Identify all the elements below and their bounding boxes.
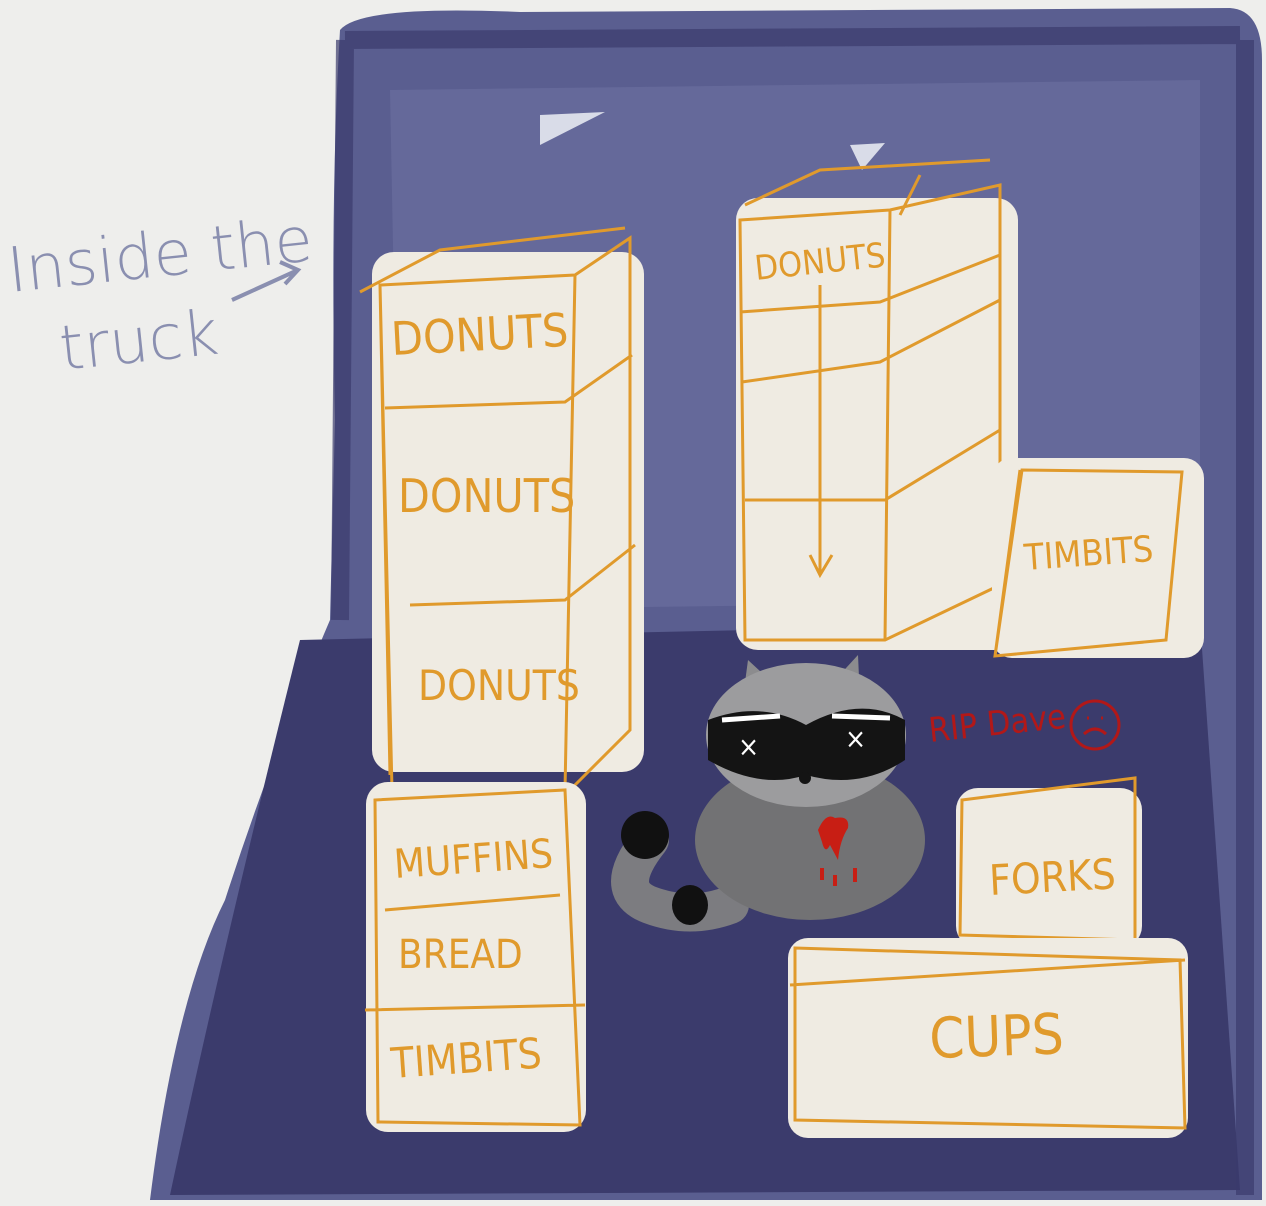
forks-box: FORKS — [956, 776, 1142, 948]
raccoon-nose-icon — [799, 772, 811, 784]
right-donut-stack: DONUTS — [736, 158, 1018, 650]
raccoon-eye-left-icon: × — [738, 730, 759, 763]
lower-left-stack: MUFFINS BREAD TIMBITS — [364, 782, 586, 1132]
caption-line-2: truck — [56, 296, 222, 385]
box-label-forks: FORKS — [988, 849, 1117, 905]
box-label-timbits-1: TIMBITS — [388, 1029, 543, 1088]
box-label-donuts-2: DONUTS — [398, 469, 575, 523]
box-label-donuts-1: DONUTS — [390, 303, 570, 366]
blood-stain-icon — [818, 816, 849, 860]
truck-frame-lines — [331, 26, 1254, 1195]
timbits-box-right: TIMBITS — [992, 458, 1204, 658]
light-reflection-2 — [850, 143, 885, 170]
light-reflection-1 — [540, 112, 605, 145]
caption-line-1: Inside the — [4, 202, 316, 307]
caption-arrow-icon — [231, 260, 302, 302]
raccoon: × × — [611, 655, 925, 932]
box-label-donuts-3: DONUTS — [418, 661, 580, 710]
box-label-timbits-2: TIMBITS — [1022, 529, 1155, 579]
box-label-muffins: MUFFINS — [392, 831, 554, 888]
raccoon-eye-right-icon: × — [845, 722, 866, 755]
left-donut-stack: DONUTS DONUTS DONUTS — [359, 226, 644, 792]
raccoon-body — [695, 760, 925, 920]
raccoon-mask — [708, 708, 905, 780]
box-label-cups: CUPS — [928, 1002, 1065, 1072]
cups-box: CUPS — [788, 938, 1188, 1138]
box-label-bread: BREAD — [398, 932, 523, 978]
sad-face-icon — [1069, 699, 1121, 751]
